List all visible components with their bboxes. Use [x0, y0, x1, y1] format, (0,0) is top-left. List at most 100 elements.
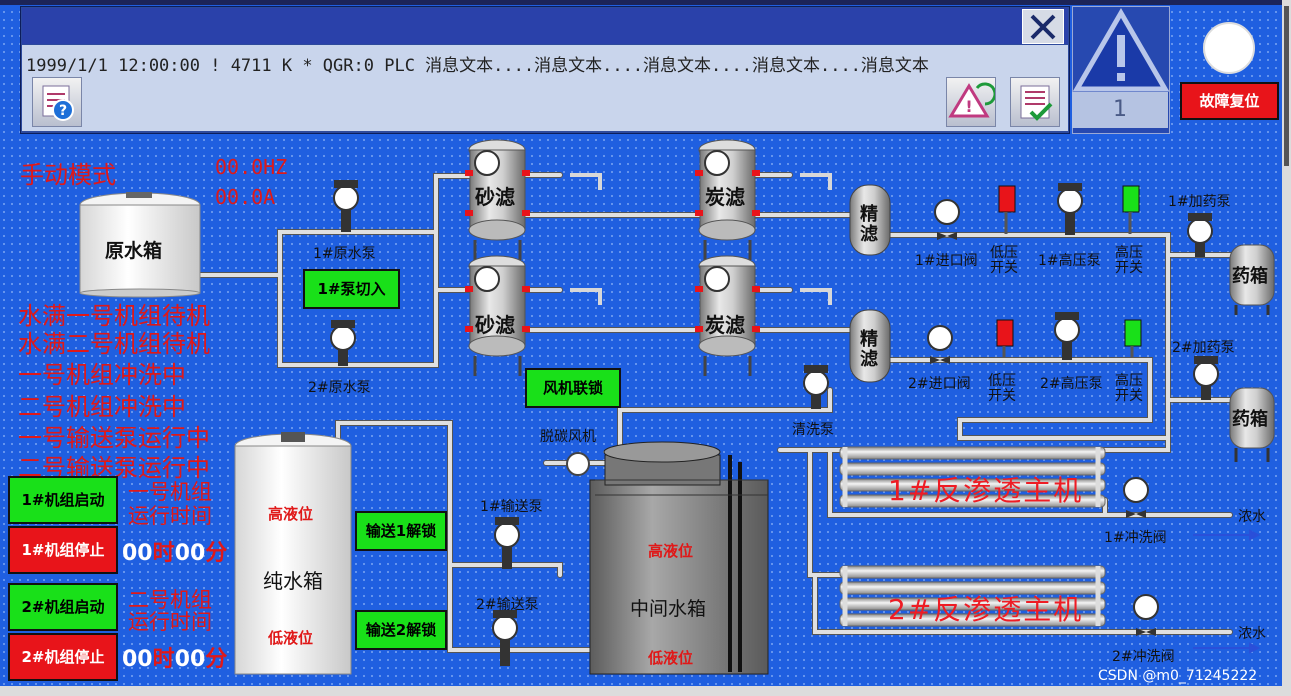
- label-line: 开关: [990, 260, 1018, 276]
- wash-pump-label: 清洗泵: [792, 422, 834, 438]
- unit1-runtime-minutes: 00: [174, 541, 206, 566]
- raw-water-tank-shape: [79, 192, 201, 298]
- label-line: 低压: [990, 245, 1018, 261]
- carbon-filter-1-label: 炭滤: [705, 185, 745, 209]
- alarm-list-icon: [1020, 85, 1053, 121]
- fault-reset-button[interactable]: 故障复位: [1180, 82, 1279, 120]
- label-line: 开关: [1115, 260, 1143, 276]
- raw-water-tank-label: 原水箱: [105, 240, 163, 262]
- transfer-pump-2-label: 2#输送泵: [476, 597, 539, 613]
- acknowledge-icon: !: [948, 82, 997, 118]
- watermark: CSDN @m0_71245222: [1098, 668, 1258, 684]
- concentrate-outlet-2-label: 浓水: [1238, 626, 1266, 642]
- unit2-start-button[interactable]: 2#机组启动: [8, 583, 118, 631]
- low-pressure-switch-2-shape: [996, 319, 1014, 347]
- unit1-runtime-display: 00时00分: [122, 535, 227, 567]
- unit1-start-button[interactable]: 1#机组启动: [8, 476, 118, 524]
- status-message-5: 一号输送泵运行中: [18, 424, 210, 452]
- raw-pump-1-label: 1#原水泵: [313, 246, 376, 262]
- label-line: 低压: [988, 373, 1016, 389]
- inlet-valve-1-label: 1#进口阀: [915, 253, 978, 269]
- fine-filter-2-label: 精滤: [860, 329, 878, 370]
- close-icon: [1030, 14, 1056, 40]
- scrollbar-thumb[interactable]: [1284, 6, 1289, 166]
- hour-unit: 时: [152, 541, 175, 566]
- unit2-runtime-label-line1: 二号机组: [128, 588, 212, 612]
- decarb-fan-label: 脱碳风机: [540, 429, 596, 445]
- label-line: 高压: [1115, 245, 1143, 261]
- unit2-runtime-hours: 00: [122, 647, 153, 672]
- label-line: 开关: [988, 388, 1016, 404]
- high-pressure-switch-2-shape: [1124, 319, 1142, 347]
- label-line: 开关: [1115, 388, 1143, 404]
- intermediate-tank-high-level: 高液位: [648, 542, 694, 560]
- status-message-4: 二号机组冲洗中: [18, 393, 186, 421]
- unit2-runtime-minutes: 00: [174, 647, 206, 672]
- low-pressure-switch-2-label: 低压开关: [988, 374, 1016, 404]
- unit2-stop-button[interactable]: 2#机组停止: [8, 633, 118, 681]
- unit1-runtime-label-line2: 运行时间: [128, 504, 212, 528]
- svg-text:?: ?: [59, 103, 67, 119]
- dosing-tanks: [1229, 244, 1275, 462]
- ro-membranes: [839, 446, 1106, 627]
- dosing-tank-1-label: 药箱: [1232, 266, 1268, 287]
- pure-tank-high-level: 高液位: [268, 505, 314, 523]
- valves: [927, 199, 1159, 620]
- pump-bodies: [331, 180, 1218, 666]
- intermediate-tank-low-level: 低液位: [648, 649, 694, 667]
- bottom-strip: [0, 686, 1291, 696]
- dosing-tank-2-label: 药箱: [1232, 409, 1268, 430]
- alarm-message-row[interactable]: 1999/1/1 12:00:00 ! 4711 K * QGR:0 PLC 消…: [26, 56, 929, 76]
- hour-unit: 时: [152, 647, 175, 672]
- dosing-pump-1-label: 1#加药泵: [1168, 194, 1231, 210]
- frequency-readout: 00.0HZ: [215, 155, 288, 179]
- concentrate-outlet-1-label: 浓水: [1238, 509, 1266, 525]
- warning-icon: [1072, 8, 1170, 92]
- low-pressure-switch-1-shape: [998, 185, 1016, 213]
- inlet-valve-2-label: 2#进口阀: [908, 376, 971, 392]
- high-pressure-switch-1-label: 高压开关: [1115, 246, 1143, 276]
- hp-pump-1-label: 1#高压泵: [1038, 253, 1101, 269]
- dosing-pump-2-label: 2#加药泵: [1172, 340, 1235, 356]
- svg-text:!: !: [965, 97, 972, 116]
- precision-filters: [849, 184, 891, 383]
- sand-filter-1-label: 砂滤: [475, 185, 515, 209]
- transfer-pump-1-label: 1#输送泵: [480, 499, 543, 515]
- unit1-stop-button[interactable]: 1#机组停止: [8, 526, 118, 574]
- help-icon: ?: [42, 85, 74, 121]
- flush-valve-1-label: 1#冲洗阀: [1104, 530, 1167, 546]
- transfer1-unlock-button[interactable]: 输送1解锁: [355, 511, 447, 551]
- unit1-runtime-label-line1: 一号机组: [128, 480, 212, 504]
- intermediate-tank-label: 中间水箱: [630, 598, 707, 620]
- current-readout: 00.0A: [215, 185, 276, 209]
- label-line: 高压: [1115, 373, 1143, 389]
- alarm-acknowledge-button[interactable]: !: [946, 77, 997, 127]
- status-message-1: 水满一号机组待机: [18, 302, 210, 330]
- alarm-list-button[interactable]: [1010, 77, 1060, 127]
- alarm-close-button[interactable]: [1022, 9, 1064, 44]
- fine-filter-1-label: 精滤: [860, 204, 878, 245]
- vertical-scrollbar[interactable]: [1282, 0, 1291, 686]
- unit1-runtime-hours: 00: [122, 541, 153, 566]
- pure-tank-low-level: 低液位: [268, 629, 314, 647]
- ro-unit-1-label: 1#反渗透主机: [888, 474, 1084, 507]
- alarm-window-titlebar: [22, 8, 1068, 44]
- pure-water-tank-label: 纯水箱: [263, 569, 323, 593]
- alarm-help-button[interactable]: ?: [32, 77, 82, 127]
- high-pressure-switch-1-shape: [1122, 185, 1140, 213]
- alarm-list[interactable]: 1999/1/1 12:00:00 ! 4711 K * QGR:0 PLC 消…: [22, 45, 1068, 131]
- fan-interlock-button[interactable]: 风机联锁: [525, 368, 621, 408]
- status-message-3: 一号机组冲洗中: [18, 361, 186, 389]
- pump1-switch-button[interactable]: 1#泵切入: [303, 269, 400, 309]
- ro-unit-2-label: 2#反渗透主机: [888, 593, 1084, 626]
- carbon-filter-2-label: 炭滤: [705, 313, 745, 337]
- alarm-count: 1: [1072, 92, 1168, 128]
- transfer2-unlock-button[interactable]: 输送2解锁: [355, 610, 447, 650]
- raw-pump-2-label: 2#原水泵: [308, 380, 371, 396]
- window-top-border: [0, 0, 1291, 5]
- pumps: [330, 150, 1219, 641]
- pure-water-tank-shape: [234, 432, 352, 675]
- unit2-runtime-display: 00时00分: [122, 641, 227, 673]
